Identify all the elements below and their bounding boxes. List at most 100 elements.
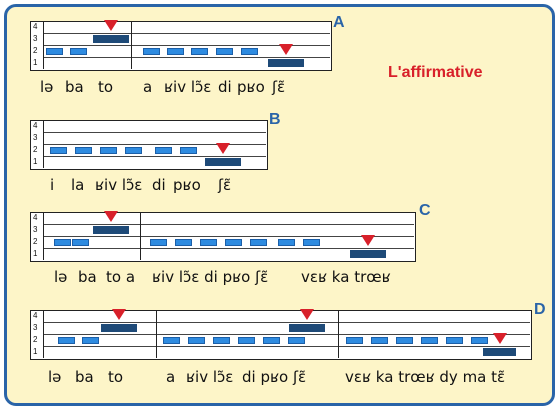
level-number: 2: [33, 335, 38, 344]
panel-a-lyric: to: [98, 78, 114, 96]
accent-note: [483, 348, 516, 356]
panel-b-lyric: ʃɛ̃: [218, 176, 232, 194]
panel-a-label: A: [333, 14, 345, 31]
accent-marker-icon: [112, 309, 126, 320]
panel-d-lyric: lə: [48, 368, 62, 386]
level-number: 4: [33, 121, 38, 130]
staff-line: [43, 57, 330, 58]
syllable-note: [238, 337, 255, 344]
bar-line: [338, 310, 339, 358]
bar-line: [131, 21, 132, 69]
syllable-note: [241, 48, 258, 55]
panel-d-staff: [30, 310, 532, 360]
syllable-note: [46, 48, 63, 55]
syllable-note: [225, 239, 242, 246]
syllable-note: [288, 337, 305, 344]
panel-d-lyric: to: [108, 368, 124, 386]
accent-marker-icon: [279, 44, 293, 55]
syllable-note: [216, 48, 233, 55]
level-number: 1: [33, 157, 38, 166]
syllable-note: [213, 337, 230, 344]
panel-a-lyric: ʃɛ̃: [272, 78, 286, 96]
staff-line: [43, 322, 530, 323]
staff-line: [43, 248, 414, 249]
panel-d-lyric: ʁiv lɔ̃ɛ: [186, 368, 234, 386]
staff-line: [43, 346, 530, 347]
staff-line: [43, 132, 266, 133]
panel-c-lyric: to a: [106, 268, 136, 286]
syllable-note: [250, 239, 267, 246]
staff-line: [43, 334, 530, 335]
level-number: 4: [33, 213, 38, 222]
panel-a-lyric: lə: [40, 78, 54, 96]
syllable-note: [263, 337, 280, 344]
syllable-note: [50, 147, 67, 154]
staff-line: [43, 144, 266, 145]
staff-line: [43, 33, 330, 34]
syllable-note: [200, 239, 217, 246]
syllable-note: [143, 48, 160, 55]
syllable-note: [58, 337, 75, 344]
panel-b-lyric: pʁo: [173, 176, 201, 194]
diagram-title: L'affirmative: [388, 64, 483, 81]
syllable-note: [191, 48, 208, 55]
level-column-divider: [43, 310, 44, 358]
syllable-note: [471, 337, 488, 344]
level-number: 2: [33, 145, 38, 154]
syllable-note: [54, 239, 71, 246]
accent-marker-icon: [104, 211, 118, 222]
panel-a-lyric: di: [218, 78, 232, 96]
accent-note: [289, 324, 325, 332]
syllable-note: [175, 239, 192, 246]
panel-a-lyric: ʁiv lɔ̃ɛ: [164, 78, 212, 96]
panel-c-lyric: ba: [78, 268, 97, 286]
syllable-note: [371, 337, 388, 344]
accent-marker-icon: [300, 309, 314, 320]
syllable-note: [75, 147, 92, 154]
accent-note: [205, 158, 241, 166]
syllable-note: [446, 337, 463, 344]
panel-b-lyric: i: [50, 176, 55, 194]
panel-d-label: D: [534, 301, 546, 318]
panel-c-lyric: ʁiv lɔ̃ɛ di pʁo ʃɛ̃: [152, 268, 269, 286]
panel-d-lyric: vɛʁ ka trœʁ dy ma tɛ̃: [345, 368, 506, 386]
panel-c-lyric: lə: [54, 268, 68, 286]
accent-note: [350, 250, 386, 258]
syllable-note: [303, 239, 320, 246]
panel-b-lyric: di: [152, 176, 166, 194]
syllable-note: [125, 147, 142, 154]
panel-a-lyric: ba: [65, 78, 84, 96]
accent-note: [101, 324, 137, 332]
panel-d-lyric: di pʁo ʃɛ̃: [242, 368, 307, 386]
staff-line: [43, 236, 414, 237]
accent-marker-icon: [493, 333, 507, 344]
panel-c-label: C: [419, 202, 431, 219]
syllable-note: [346, 337, 363, 344]
level-number: 3: [33, 323, 38, 332]
panel-b-lyric: ʁiv lɔ̃ɛ: [95, 176, 143, 194]
syllable-note: [150, 239, 167, 246]
bar-line: [140, 212, 141, 260]
syllable-note: [72, 239, 89, 246]
panel-a-lyric: a: [143, 78, 153, 96]
syllable-note: [180, 147, 197, 154]
panel-b-label: B: [269, 111, 281, 128]
level-number: 1: [33, 58, 38, 67]
accent-marker-icon: [216, 143, 230, 154]
syllable-note: [167, 48, 184, 55]
syllable-note: [188, 337, 205, 344]
level-number: 4: [33, 22, 38, 31]
level-number: 1: [33, 249, 38, 258]
syllable-note: [278, 239, 295, 246]
accent-note: [93, 226, 129, 234]
level-number: 4: [33, 311, 38, 320]
level-number: 3: [33, 225, 38, 234]
staff-line: [43, 224, 414, 225]
accent-marker-icon: [361, 235, 375, 246]
level-column-divider: [43, 212, 44, 260]
level-number: 3: [33, 133, 38, 142]
syllable-note: [421, 337, 438, 344]
level-column-divider: [43, 21, 44, 69]
syllable-note: [100, 147, 117, 154]
accent-marker-icon: [104, 20, 118, 31]
